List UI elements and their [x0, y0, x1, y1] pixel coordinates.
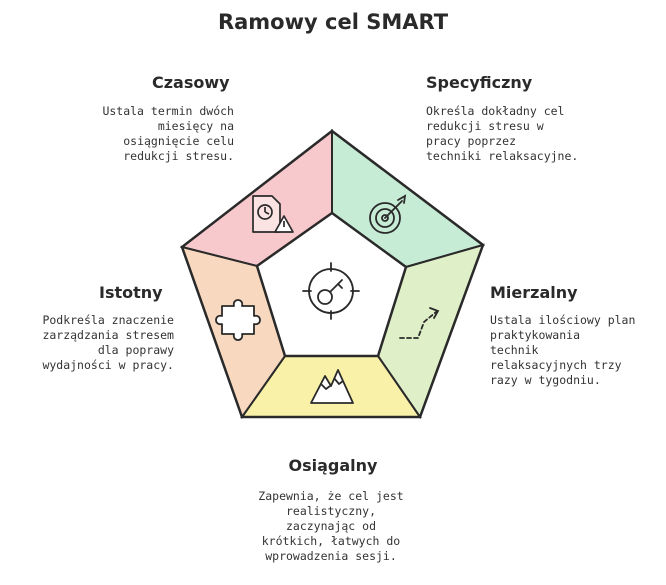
dashed-arrow-icon — [399, 307, 440, 339]
desc-line: zarządzania stresem — [42, 328, 174, 342]
target-arrow-icon — [369, 194, 407, 234]
desc-line: Określa dokładny cel — [426, 104, 565, 118]
desc-line: osiągnięcie celu — [123, 134, 234, 148]
diagram-title: Ramowy cel SMART — [217, 10, 449, 34]
desc-istotny: Podkreśla znaczenie zarządzania stresem … — [42, 313, 174, 373]
center-pentagon — [255, 211, 408, 358]
target-key-icon — [302, 262, 360, 320]
desc-osiagalny: Zapewnia, że cel jest realistyczny, zacz… — [226, 489, 436, 564]
puzzle-piece-icon — [215, 299, 261, 341]
desc-line: Zapewnia, że cel jest — [258, 489, 404, 503]
desc-line: razy w tygodniu. — [490, 373, 601, 387]
desc-line: redukcji stresu. — [123, 149, 234, 163]
desc-line: krótkich, łatwych do — [261, 534, 401, 548]
desc-line: pracy poprzez — [426, 134, 517, 148]
desc-czasowy: Ustala termin dwóch miesięcy na osiągnię… — [102, 104, 234, 164]
heading-osiagalny: Osiągalny — [288, 456, 378, 475]
desc-line: redukcji stresu w — [426, 119, 544, 133]
desc-line: miesięcy na — [157, 119, 234, 133]
desc-line: wydajności w pracy. — [42, 358, 174, 372]
desc-line: relaksacyjnych trzy — [490, 358, 622, 372]
desc-line: Ustala ilościowy plan — [490, 313, 636, 327]
desc-mierzalny: Ustala ilościowy plan praktykowania tech… — [490, 313, 635, 388]
desc-line: dla poprawy — [97, 343, 174, 357]
desc-line: realistyczny, — [285, 504, 376, 518]
heading-specyficzny: Specyficzny — [426, 73, 533, 92]
outer-pentagon-outline — [180, 129, 485, 419]
clock-document-warning-icon — [252, 195, 294, 233]
desc-line: Podkreśla znaczenie — [42, 313, 174, 327]
desc-line: techniki relaksacyjne. — [426, 149, 579, 163]
mountain-icon — [310, 369, 354, 404]
desc-line: wprowadzenia sesji. — [265, 549, 397, 563]
desc-line: Ustala termin dwóch — [102, 104, 234, 118]
heading-czasowy: Czasowy — [152, 73, 230, 92]
heading-mierzalny: Mierzalny — [490, 283, 578, 302]
desc-specyficzny: Określa dokładny cel redukcji stresu w p… — [426, 104, 578, 164]
heading-istotny: Istotny — [99, 283, 163, 302]
desc-line: praktykowania — [490, 328, 581, 342]
desc-line: zaczynając od — [285, 519, 376, 533]
desc-line: technik — [490, 343, 539, 357]
